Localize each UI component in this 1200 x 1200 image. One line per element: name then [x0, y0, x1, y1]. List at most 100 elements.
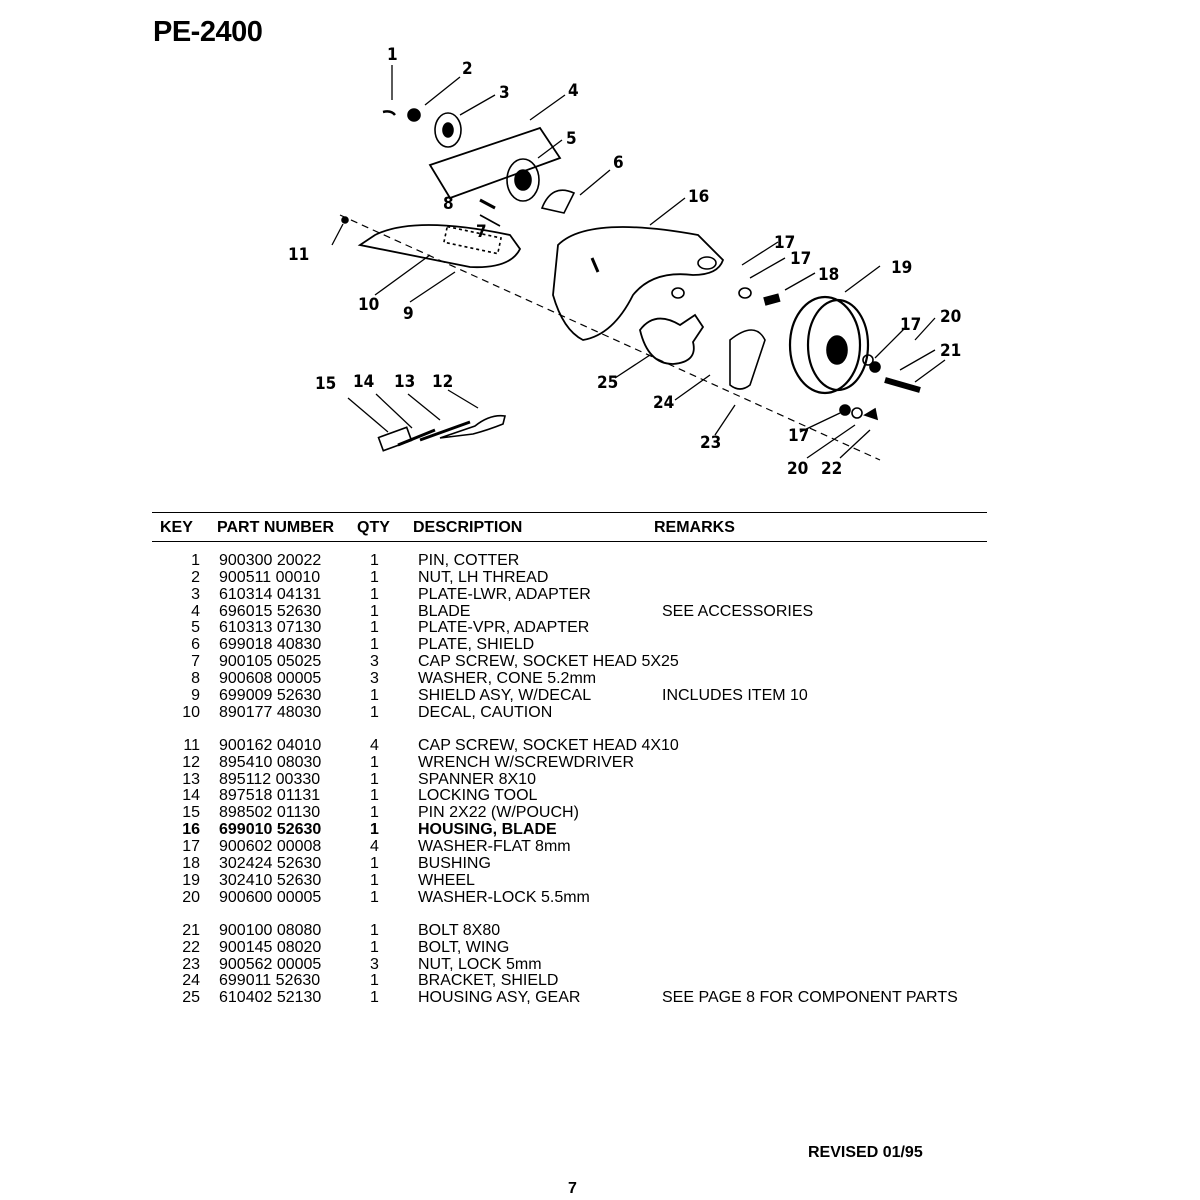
cell-qty: 1	[370, 568, 379, 586]
cell-description: PIN 2X22 (W/POUCH)	[418, 804, 579, 822]
revised-date: REVISED 01/95	[808, 1144, 923, 1161]
locking-tool-part	[397, 428, 436, 447]
callout-17b: 17	[790, 249, 811, 269]
callout-16: 16	[688, 187, 709, 207]
upper-plate-part	[506, 158, 540, 202]
callout-20b: 20	[787, 459, 808, 479]
cell-remarks: SEE PAGE 8 FOR COMPONENT PARTS	[662, 989, 958, 1007]
cell-part-number: 900600 00005	[219, 888, 322, 906]
cell-part-number: 890177 48030	[219, 703, 322, 721]
cell-qty: 1	[370, 585, 379, 603]
cell-qty: 1	[370, 770, 379, 788]
cell-key: 2	[191, 568, 200, 586]
cell-part-number: 897518 01131	[219, 787, 321, 805]
cell-part-number: 900511 00010	[219, 568, 321, 586]
exploded-parts-diagram: 1 2 3 4 5 6 7 8 9 10 11 12 13 14 15 16 1…	[280, 40, 980, 500]
cell-key: 20	[182, 888, 200, 906]
callout-17a: 17	[774, 233, 795, 253]
cell-key: 24	[182, 972, 200, 990]
cell-description: SPANNER 8X10	[418, 770, 536, 788]
cell-qty: 1	[370, 921, 379, 939]
cell-qty: 3	[370, 955, 379, 973]
callout-13: 13	[394, 372, 415, 392]
cell-part-number: 699011 52630	[219, 972, 321, 990]
cell-key: 10	[182, 703, 200, 721]
callout-23: 23	[700, 433, 721, 453]
cell-description: PLATE, SHIELD	[418, 636, 535, 654]
cell-qty: 1	[370, 854, 379, 872]
cell-qty: 1	[370, 686, 379, 704]
cell-qty: 1	[370, 804, 379, 822]
cell-qty: 4	[370, 838, 379, 855]
callout-7: 7	[476, 222, 487, 242]
bracket-part	[729, 329, 766, 390]
cell-part-number: 900100 08080	[219, 921, 322, 939]
header-remarks: REMARKS	[654, 519, 735, 536]
cell-qty: 1	[370, 989, 379, 1007]
cap-screw-part	[479, 198, 496, 210]
wheel-part	[788, 295, 862, 395]
header-key: KEY	[160, 519, 193, 536]
cell-key: 12	[182, 753, 200, 771]
callout-17d: 17	[788, 426, 809, 446]
cell-description: BOLT 8X80	[418, 921, 501, 939]
cell-qty: 1	[370, 787, 379, 805]
cell-qty: 1	[370, 602, 379, 620]
cell-qty: 1	[370, 703, 379, 721]
cell-qty: 1	[370, 888, 379, 906]
callout-15: 15	[315, 374, 336, 394]
page-title: PE-2400	[153, 16, 263, 48]
header-qty: QTY	[357, 519, 390, 536]
cell-description: BLADE	[418, 602, 471, 620]
callout-2: 2	[462, 59, 473, 79]
cell-key: 8	[191, 669, 200, 687]
cell-description: HOUSING ASY, GEAR	[418, 989, 581, 1007]
screw-11-part	[341, 216, 349, 224]
callout-22: 22	[821, 459, 842, 479]
cell-description: PLATE-LWR, ADAPTER	[418, 585, 591, 603]
callout-11: 11	[288, 245, 309, 265]
cell-part-number: 900562 00005	[219, 955, 322, 973]
cell-part-number: 610402 52130	[219, 989, 322, 1007]
wing-bolt-part	[863, 407, 879, 421]
centerline	[339, 214, 881, 461]
gear-housing-part	[639, 313, 705, 365]
cell-part-number: 900145 08020	[219, 938, 322, 956]
callout-8: 8	[443, 194, 454, 214]
cell-description: BOLT, WING	[418, 938, 510, 956]
cell-part-number: 895112 00330	[219, 770, 321, 788]
shield-part	[357, 224, 522, 269]
cell-qty: 1	[370, 972, 379, 990]
bolt-part	[884, 377, 921, 393]
cell-key: 22	[182, 938, 200, 956]
cell-description: PIN, COTTER	[418, 552, 520, 569]
cell-qty: 1	[370, 821, 379, 839]
housing-boss	[697, 256, 717, 270]
leader-lines	[331, 65, 946, 459]
pouch-part	[377, 426, 413, 452]
cell-remarks: INCLUDES ITEM 10	[662, 686, 808, 704]
cell-key: 5	[191, 619, 200, 637]
cell-qty: 1	[370, 552, 379, 569]
